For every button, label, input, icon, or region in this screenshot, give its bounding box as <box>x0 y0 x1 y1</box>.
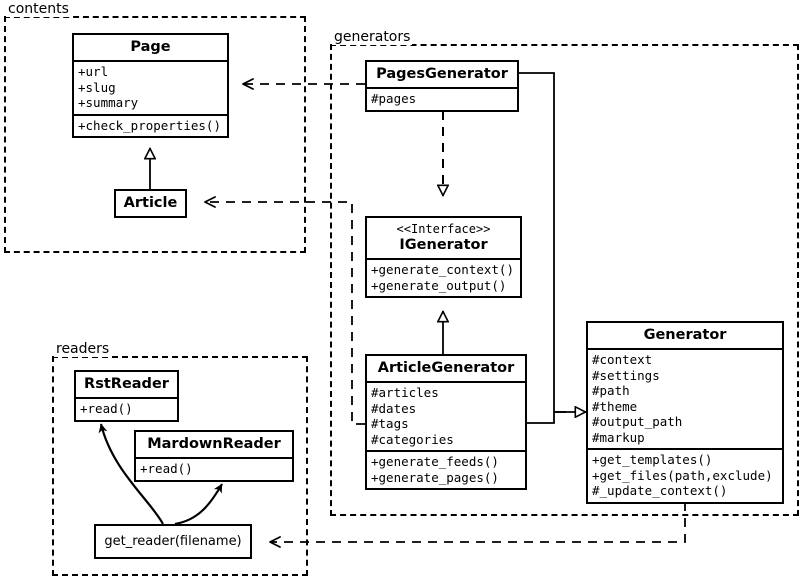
attribute: #articles <box>371 385 439 400</box>
package-contents-frame <box>4 16 306 253</box>
class-mardown-reader[interactable]: MardownReader +read() <box>134 430 294 482</box>
class-article-generator-title: ArticleGenerator <box>377 360 515 376</box>
package-readers-frame <box>52 356 308 576</box>
class-page-attributes: +url +slug +summary <box>74 60 227 114</box>
class-pages-generator-attributes: #pages <box>367 87 517 110</box>
class-igenerator-operations: +generate_context() +generate_output() <box>367 258 520 296</box>
operation: +get_files(path,exclude) <box>592 467 773 483</box>
operation: +check_properties() <box>78 117 221 133</box>
class-page[interactable]: Page +url +slug +summary +check_properti… <box>72 33 229 138</box>
class-generator[interactable]: Generator #context #settings #path #them… <box>586 321 784 504</box>
attribute: +summary <box>78 95 139 110</box>
operation: #_update_context() <box>592 483 728 498</box>
class-pages-generator[interactable]: PagesGenerator #pages <box>365 60 519 112</box>
class-rst-reader-title: RstReader <box>84 376 169 392</box>
attribute: #categories <box>371 431 454 447</box>
operation: +generate_pages() <box>371 469 499 485</box>
attribute: #path <box>592 383 630 398</box>
class-article[interactable]: Article <box>114 189 187 218</box>
class-article-generator-operations: +generate_feeds() +generate_pages() <box>367 450 525 488</box>
operation: +generate_output() <box>371 277 507 293</box>
package-generators-frame <box>330 44 799 516</box>
attribute: #dates <box>371 400 417 416</box>
attribute: #output_path <box>592 414 683 429</box>
function-node-get-reader-label: get_reader(filename) <box>104 534 242 549</box>
class-rst-reader[interactable]: RstReader +read() <box>74 370 179 422</box>
operation: +read() <box>140 461 193 476</box>
attribute: #tags <box>371 416 409 431</box>
attribute: #settings <box>592 367 660 383</box>
attribute: #pages <box>371 91 417 106</box>
package-contents-label: contents <box>6 1 71 17</box>
class-igenerator-stereotype: <<Interface>> <box>396 222 491 236</box>
class-mardown-reader-title: MardownReader <box>147 436 281 452</box>
operation: +generate_context() <box>371 262 514 277</box>
class-page-operations: +check_properties() <box>74 113 227 137</box>
class-article-title: Article <box>123 195 178 211</box>
class-mardown-reader-operations: +read() <box>136 457 292 480</box>
function-node-get-reader[interactable]: get_reader(filename) <box>94 524 252 559</box>
class-igenerator[interactable]: <<Interface>> IGenerator +generate_conte… <box>365 216 522 298</box>
attribute: #context <box>592 352 653 367</box>
operation: +generate_feeds() <box>371 454 499 469</box>
package-generators-label: generators <box>332 29 413 45</box>
attribute: #markup <box>592 429 645 445</box>
operation: +get_templates() <box>592 452 713 467</box>
class-igenerator-name: IGenerator <box>399 237 488 253</box>
class-article-generator[interactable]: ArticleGenerator #articles #dates #tags … <box>365 354 527 490</box>
operation: +read() <box>80 401 133 416</box>
class-article-generator-attributes: #articles #dates #tags #categories <box>367 381 525 450</box>
attribute: +slug <box>78 79 116 95</box>
class-generator-attributes: #context #settings #path #theme #output_… <box>588 348 782 448</box>
class-generator-title: Generator <box>643 327 727 343</box>
attribute: #theme <box>592 398 638 414</box>
attribute: +url <box>78 64 109 79</box>
package-readers-label: readers <box>54 341 112 357</box>
class-rst-reader-operations: +read() <box>76 397 177 420</box>
class-page-title: Page <box>130 39 171 55</box>
class-igenerator-title: <<Interface>> IGenerator <box>367 218 520 258</box>
class-generator-operations: +get_templates() +get_files(path,exclude… <box>588 448 782 502</box>
class-pages-generator-title: PagesGenerator <box>376 66 508 82</box>
